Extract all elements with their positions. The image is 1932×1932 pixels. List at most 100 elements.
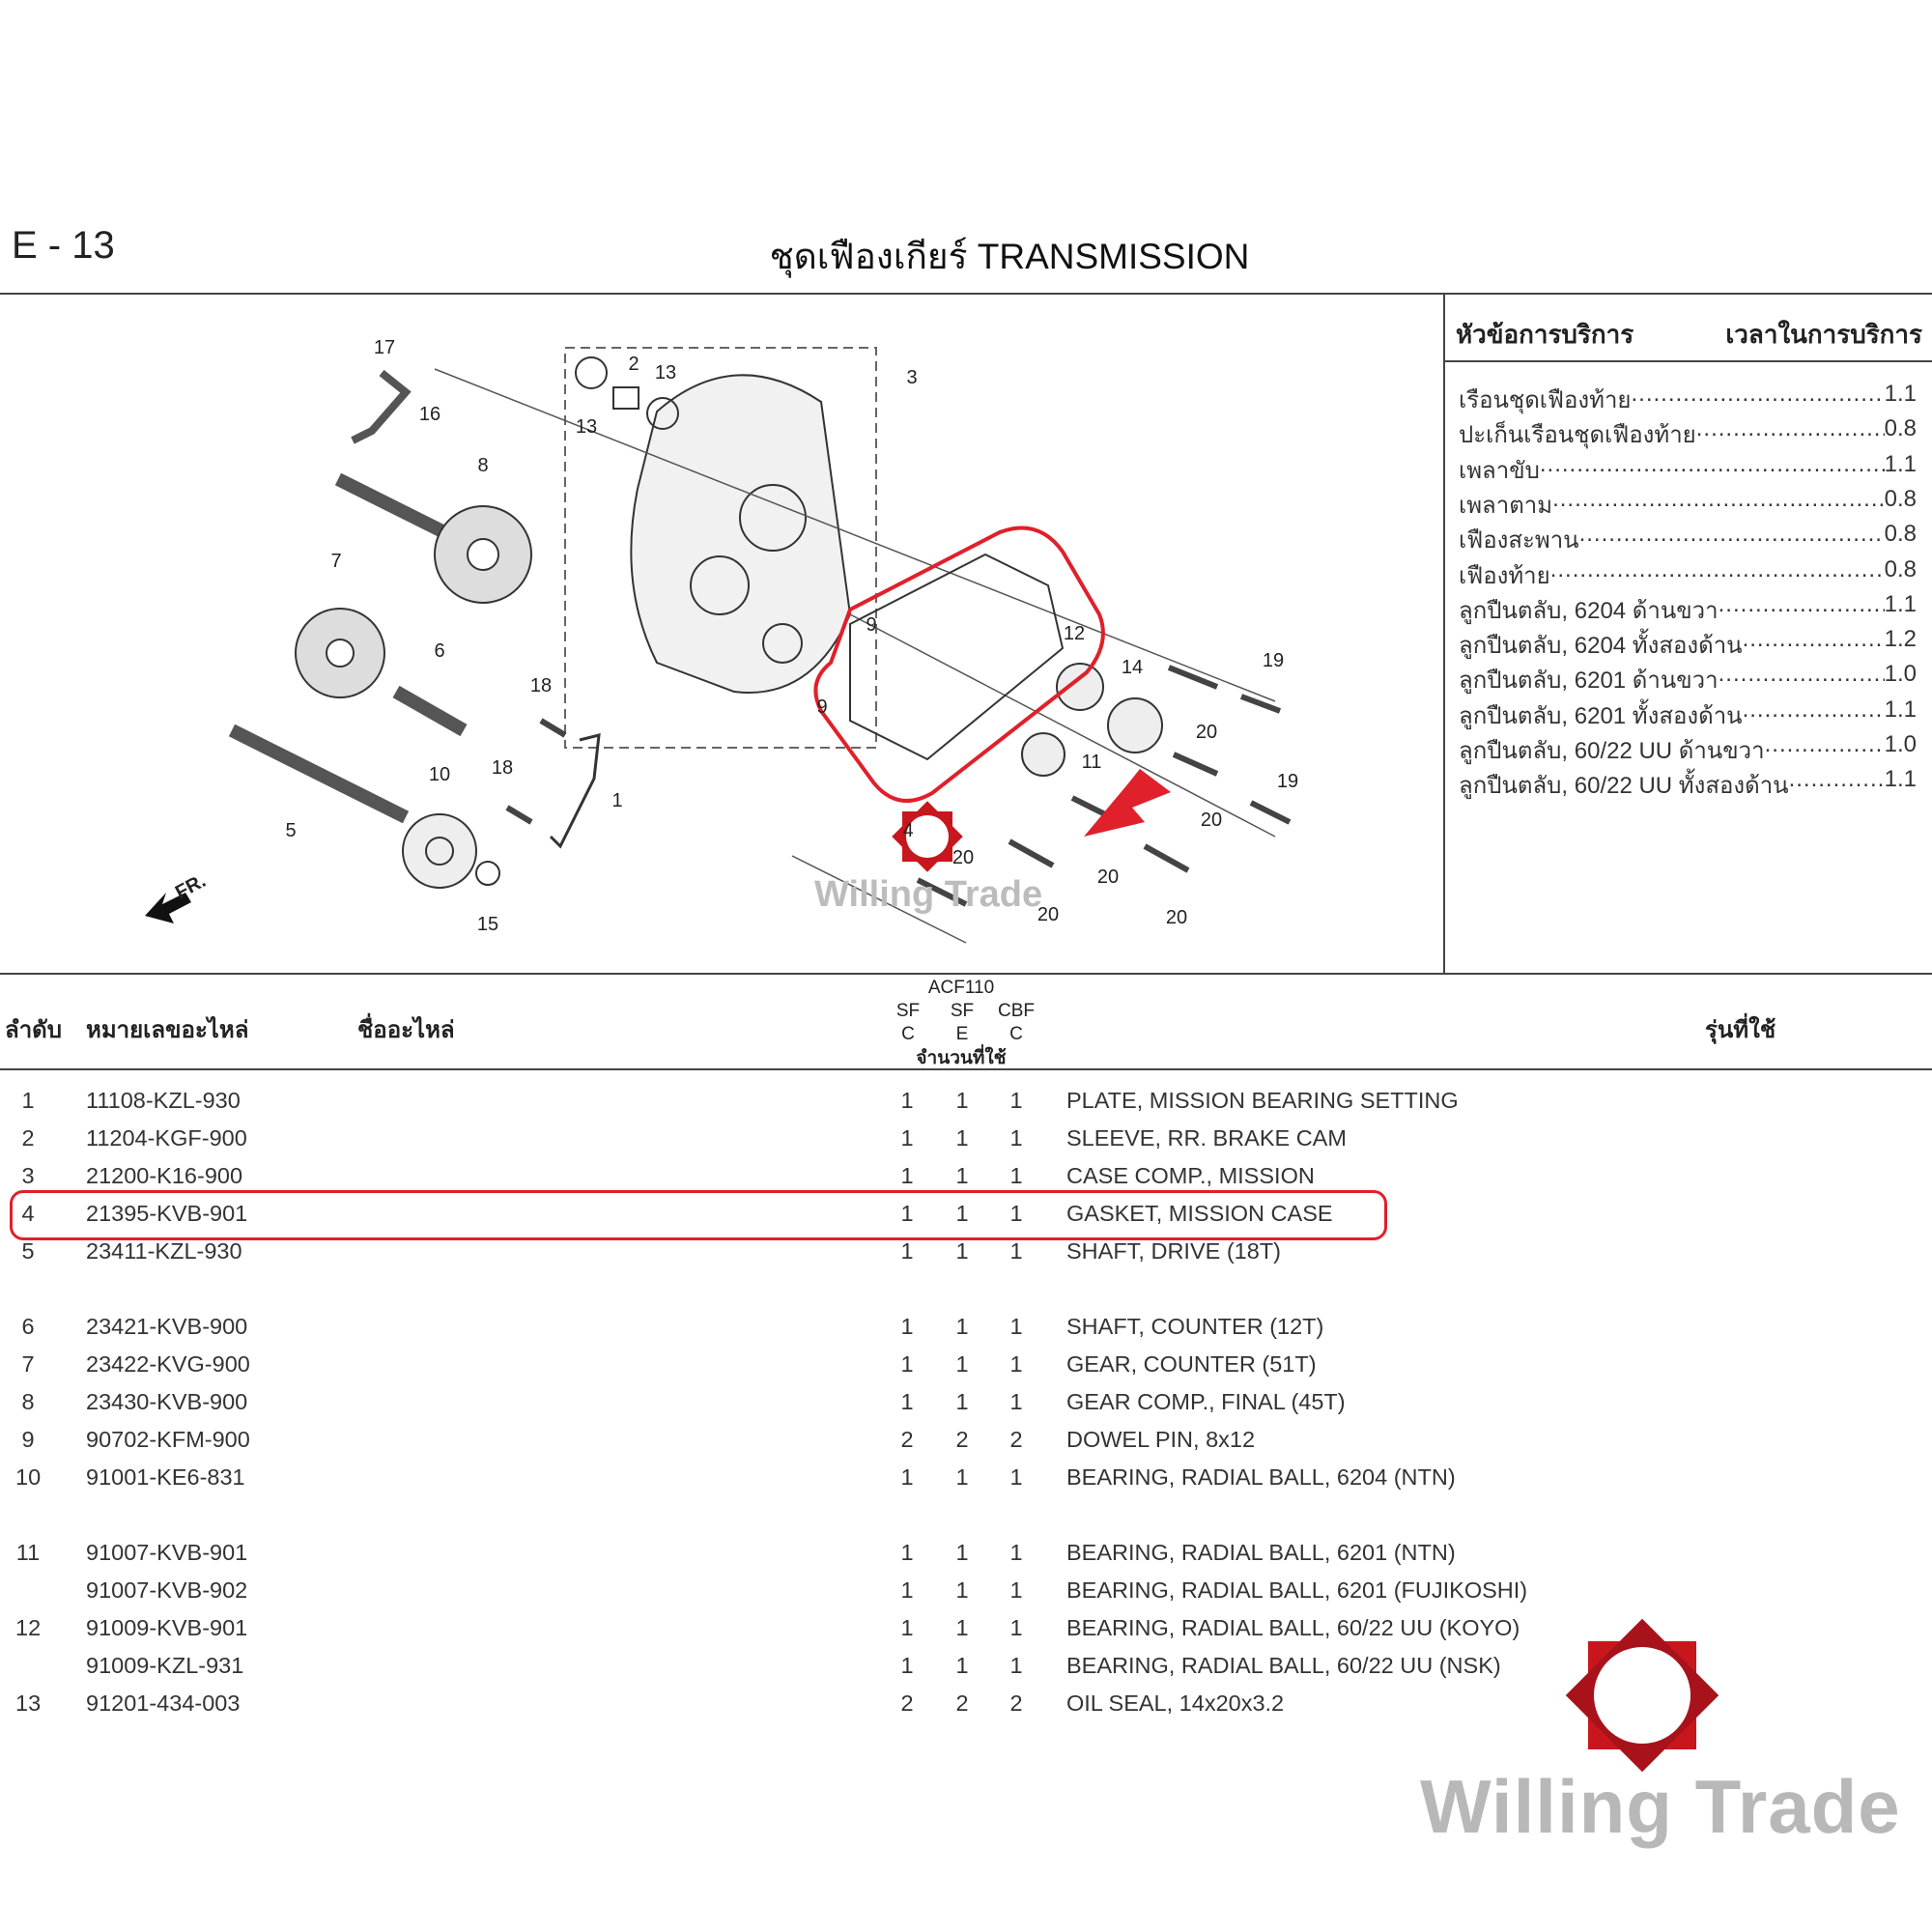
page-title: ชุดเฟืองเกียร์ TRANSMISSION — [769, 237, 1250, 276]
qty: 1 — [1009, 1088, 1023, 1113]
leader-dots — [1719, 591, 1885, 629]
row-index: 5 — [21, 1238, 35, 1264]
qty: 1 — [955, 1464, 969, 1490]
gasket-part — [849, 553, 1065, 761]
parts-table-row: 11 91007-KVB-901 ลูกปืนตลับ, 6201 (NTN) … — [0, 1540, 1932, 1575]
qty: 2 — [900, 1690, 914, 1716]
parts-table-row: 4 21395-KVB-901 ปะเก็นเรือนชุดเฟืองท้าย … — [0, 1201, 1932, 1236]
row-index: 12 — [15, 1615, 42, 1640]
service-topic-header: หัวข้อการบริการ — [1456, 320, 1634, 349]
callout-number: 11 — [1082, 752, 1102, 773]
callout-number: 2 — [628, 354, 639, 375]
qty: 1 — [900, 1577, 914, 1603]
variant-header: C — [901, 1024, 915, 1044]
qty: 2 — [1009, 1427, 1023, 1452]
brand-logo-icon — [892, 801, 963, 872]
service-topic: เฟืองสะพาน — [1459, 527, 1579, 554]
part-name-english: GASKET, MISSION CASE — [1066, 1201, 1333, 1226]
front-direction-arrow-icon: FR. — [145, 870, 210, 923]
qty: 1 — [1009, 1163, 1023, 1188]
part-number: 23411-KZL-930 — [86, 1238, 242, 1264]
parts-table-row: 1 11108-KZL-930 แผ่นล็อคตลับลูกปืน 1 1 1… — [0, 1088, 1932, 1122]
service-topic: ลูกปืนตลับ, 6201 ทั้งสองด้าน — [1459, 702, 1743, 729]
row-index: 13 — [15, 1690, 42, 1716]
service-row: ปะเก็นเรือนชุดเฟืองท้าย0.8 — [1459, 415, 1917, 453]
service-time-header: เวลาในการบริการ — [1725, 320, 1922, 349]
parts-table-row: 8 23430-KVB-900 เฟืองท้าย (45 ฟัน) 1 1 1… — [0, 1389, 1932, 1424]
service-row: ลูกปืนตลับ, 6204 ทั้งสองด้าน 1.2 — [1459, 626, 1917, 664]
part-number: 23430-KVB-900 — [86, 1389, 248, 1414]
part-number: 23422-KVG-900 — [86, 1351, 250, 1377]
part-number: 23421-KVB-900 — [86, 1314, 248, 1339]
qty: 1 — [955, 1653, 969, 1678]
service-topic: เรือนชุดเฟืองท้าย — [1459, 387, 1632, 413]
qty: 1 — [1009, 1201, 1023, 1226]
service-topic: เพลาขับ — [1459, 457, 1540, 484]
part-name-english: BEARING, RADIAL BALL, 60/22 UU (NSK) — [1066, 1653, 1501, 1678]
watermark-text: Willing Trade — [814, 874, 1043, 915]
service-time: 1.2 — [1884, 626, 1917, 653]
leader-dots — [1765, 731, 1885, 769]
leader-dots — [1552, 486, 1885, 524]
leader-dots — [1719, 661, 1885, 698]
page-code: E - 13 — [12, 224, 115, 267]
leader-dots — [1743, 696, 1885, 734]
service-time: 1.0 — [1884, 731, 1917, 757]
parts-table-row: 3 21200-K16-900 เรือนชุดเฟืองท้าย 1 1 1 … — [0, 1163, 1932, 1198]
callout-number: 5 — [285, 820, 296, 841]
callout-number: 7 — [330, 551, 341, 572]
part-name-english: SLEEVE, RR. BRAKE CAM — [1066, 1125, 1347, 1151]
callout-number: 13 — [576, 416, 597, 438]
divider — [0, 973, 1932, 975]
part-number: 91007-KVB-902 — [86, 1577, 248, 1603]
parts-table-row: 6 23421-KVB-900 เพลาตาม (12 ฟัน) 1 1 1 S… — [0, 1314, 1932, 1349]
qty-header: จำนวนที่ใช้ — [916, 1048, 1007, 1068]
part-number: 91001-KE6-831 — [86, 1464, 245, 1490]
qty: 2 — [1009, 1690, 1023, 1716]
gasket-highlight — [813, 526, 1105, 803]
part-name-english: PLATE, MISSION BEARING SETTING — [1066, 1088, 1459, 1113]
callout-number: 1 — [611, 790, 622, 811]
divider — [1445, 360, 1932, 362]
col-models-header: รุ่นที่ใช้ — [1705, 1017, 1776, 1043]
callout-number: 20 — [952, 847, 974, 868]
service-row: ลูกปืนตลับ, 6201 ด้านขวา1.0 — [1459, 661, 1917, 698]
divider — [1443, 294, 1445, 974]
service-time: 1.1 — [1884, 590, 1917, 617]
service-topic: เฟืองท้าย — [1459, 562, 1550, 589]
qty: 1 — [1009, 1615, 1023, 1640]
part-name-english: GEAR COMP., FINAL (45T) — [1066, 1389, 1346, 1414]
service-time: 1.1 — [1884, 381, 1917, 407]
service-row: ลูกปืนตลับ, 60/22 UU ด้านขวา 1.0 — [1459, 731, 1917, 769]
callout-number: 10 — [429, 764, 450, 785]
service-topic: ลูกปืนตลับ, 60/22 UU ด้านขวา — [1459, 738, 1765, 764]
col-name-header: ชื่ออะไหล่ — [357, 1017, 455, 1043]
parts-table-row: 13 91201-434-003 ซีลกันน้ำมัน, 14x20x3.2… — [0, 1690, 1932, 1725]
variant-header: E — [955, 1024, 969, 1044]
part-name-english: BEARING, RADIAL BALL, 6201 (FUJIKOSHI) — [1066, 1577, 1528, 1603]
leader-dots — [1789, 766, 1885, 804]
part-name-english: BEARING, RADIAL BALL, 6204 (NTN) — [1066, 1464, 1456, 1490]
service-topic: ลูกปืนตลับ, 6201 ด้านขวา — [1459, 668, 1719, 695]
service-row: เพลาขับ 1.1 — [1459, 451, 1917, 489]
qty: 1 — [1009, 1464, 1023, 1490]
brand-name: Willing Trade — [1420, 1764, 1901, 1849]
service-row: ลูกปืนตลับ, 6201 ทั้งสองด้าน1.1 — [1459, 696, 1917, 734]
service-row: เฟืองสะพาน0.8 — [1459, 521, 1917, 558]
qty: 1 — [1009, 1351, 1023, 1377]
service-topic: ลูกปืนตลับ, 6204 ทั้งสองด้าน — [1459, 633, 1743, 660]
parts-table-row: 9 90702-KFM-900 ปลอกสลัก, 8x12 2 2 2 DOW… — [0, 1427, 1932, 1462]
part-number: 11204-KGF-900 — [86, 1125, 247, 1151]
callout-number: 20 — [1196, 722, 1217, 743]
callout-number: 18 — [530, 675, 552, 696]
qty: 1 — [955, 1540, 969, 1565]
qty: 1 — [900, 1201, 914, 1226]
parts-table-row: 5 23411-KZL-930 เพลาขับ (18 ฟัน) 1 1 1 S… — [0, 1238, 1932, 1273]
qty: 1 — [955, 1389, 969, 1414]
row-index: 4 — [21, 1201, 35, 1226]
qty: 1 — [955, 1088, 969, 1113]
qty: 1 — [1009, 1125, 1023, 1151]
callout-number: 20 — [1097, 867, 1119, 888]
service-topic: ลูกปืนตลับ, 60/22 UU ทั้งสองด้าน — [1459, 773, 1789, 800]
